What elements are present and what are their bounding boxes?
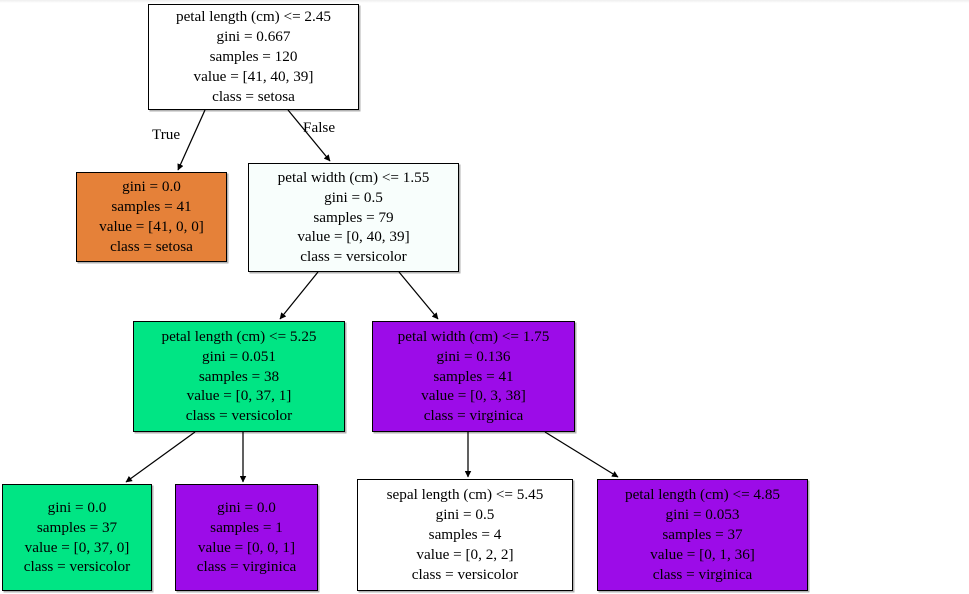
tree-node-n2: petal width (cm) <= 1.55 gini = 0.5 sample… — [248, 163, 459, 272]
node-line: gini = 0.5 — [324, 188, 383, 206]
tree-node-n5: gini = 0.0 samples = 37 value = [0, 37, 0]… — [2, 484, 152, 591]
node-line: class = virginica — [196, 558, 297, 576]
node-line: gini = 0.0 — [217, 498, 276, 516]
node-line: value = [0, 40, 39] — [297, 228, 410, 246]
node-line: value = [0, 37, 1] — [186, 387, 292, 405]
node-line: class = virginica — [652, 565, 753, 583]
node-line: gini = 0.051 — [202, 347, 276, 365]
node-line: gini = 0.667 — [216, 28, 291, 46]
tree-node-n3: petal length (cm) <= 5.25 gini = 0.051 sam… — [133, 321, 345, 432]
node-line: gini = 0.5 — [435, 506, 495, 524]
node-line: samples = 37 — [662, 526, 743, 543]
node-line: petal width (cm) <= 1.75 — [397, 327, 550, 345]
tree-edge-n0-to-n1 — [177, 109, 206, 171]
node-line: petal width (cm) <= 1.55 — [277, 168, 430, 186]
node-line: value = [0, 1, 36] — [650, 545, 755, 563]
edge-label-true: True — [152, 126, 181, 143]
node-line: gini = 0.0 — [122, 178, 181, 196]
node-line: samples = 79 — [313, 208, 394, 226]
node-line: class = setosa — [110, 237, 193, 255]
tree-node-n0: petal length (cm) <= 2.45 gini = 0.667 sam… — [148, 4, 359, 110]
node-line: gini = 0.136 — [436, 347, 511, 365]
node-line: class = versicolor — [185, 407, 293, 425]
tree-edge-n4-to-n8 — [544, 431, 619, 478]
node-line: gini = 0.0 — [47, 498, 107, 516]
node-line: value = [41, 40, 39] — [193, 67, 314, 85]
node-line: class = versicolor — [411, 565, 519, 583]
node-line: class = setosa — [212, 87, 295, 105]
tree-node-n4: petal width (cm) <= 1.75 gini = 0.136 samp… — [372, 321, 575, 432]
node-line: petal length (cm) <= 5.25 — [161, 327, 317, 345]
tree-edge-n3-to-n5 — [125, 431, 196, 483]
tree-edge-n2-to-n4 — [398, 271, 439, 320]
node-line: samples = 1 — [210, 518, 283, 536]
tree-node-n6: gini = 0.0 samples = 1 value = [0, 0, 1] cl… — [175, 484, 318, 591]
node-line: petal length (cm) <= 4.85 — [624, 486, 781, 504]
node-line: value = [0, 0, 1] — [197, 538, 296, 556]
tree-edge-n2-to-n3 — [279, 271, 319, 320]
node-line: petal length (cm) <= 2.45 — [175, 8, 332, 26]
tree-node-n1: gini = 0.0 samples = 41 value = [41, 0, 0]… — [76, 172, 227, 262]
node-line: class = versicolor — [23, 558, 131, 576]
node-line: samples = 41 — [111, 198, 192, 216]
tree-node-n7: sepal length (cm) <= 5.45 gini = 0.5 sampl… — [357, 479, 573, 591]
node-line: sepal length (cm) <= 5.45 — [386, 486, 544, 504]
node-line: value = [0, 3, 38] — [421, 387, 526, 405]
tree-node-n8: petal length (cm) <= 4.85 gini = 0.053 sam… — [597, 479, 808, 591]
node-line: samples = 4 — [428, 526, 502, 543]
node-line: samples = 38 — [198, 367, 280, 385]
node-line: samples = 120 — [209, 48, 298, 65]
node-line: value = [0, 2, 2] — [416, 545, 514, 563]
node-line: class = virginica — [423, 407, 524, 425]
node-line: samples = 41 — [433, 367, 514, 385]
node-line: value = [41, 0, 0] — [99, 218, 204, 235]
node-line: gini = 0.053 — [665, 506, 740, 524]
node-line: value = [0, 37, 0] — [24, 538, 130, 556]
node-line: class = versicolor — [300, 248, 407, 266]
edge-label-false: False — [303, 119, 336, 136]
node-line: samples = 37 — [36, 518, 118, 536]
tree-edge-n0-to-n2 — [287, 109, 331, 162]
